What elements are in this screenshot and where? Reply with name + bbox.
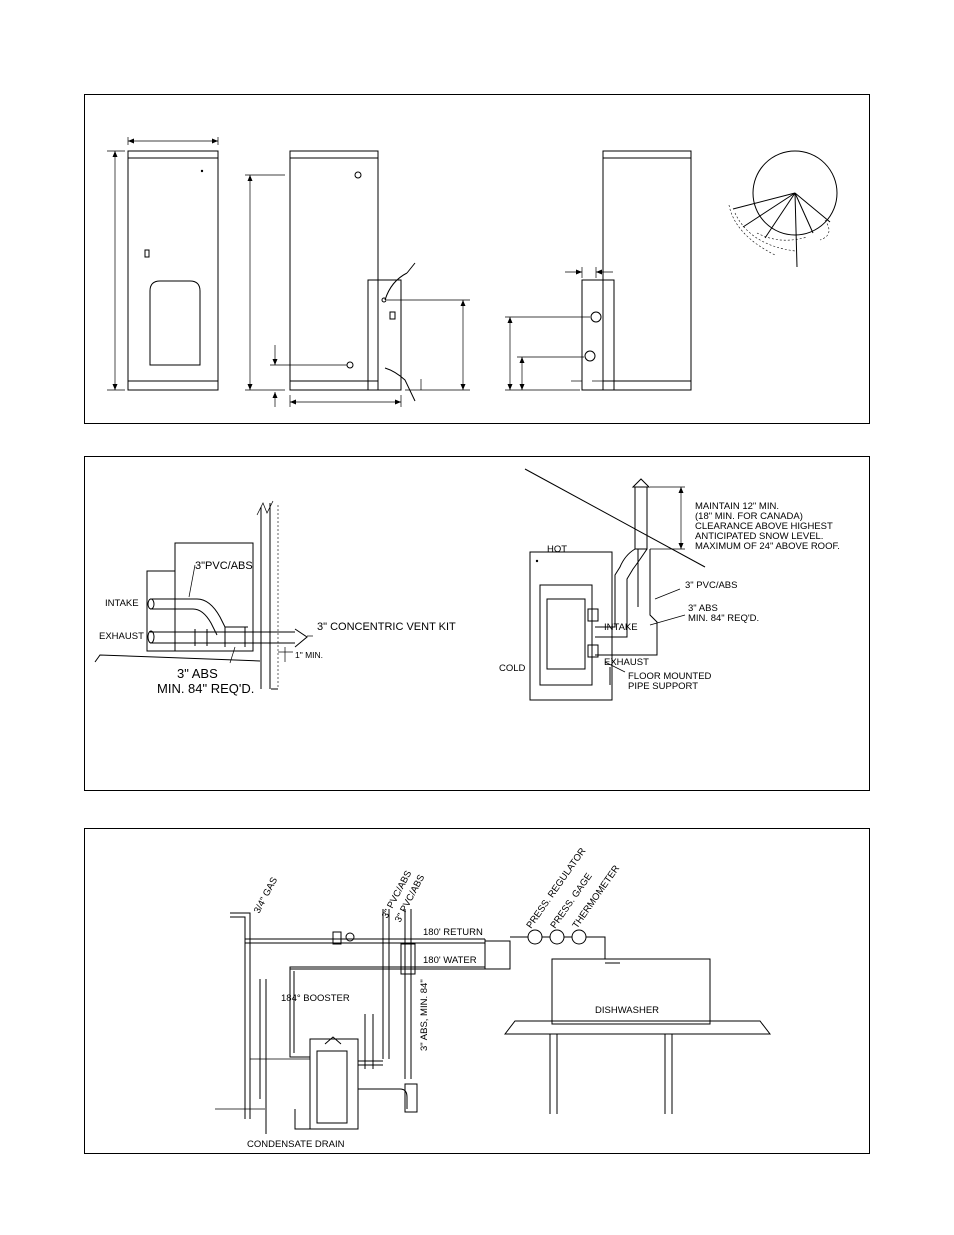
maintain-line4: ANTICIPATED SNOW LEVEL. — [695, 531, 823, 542]
return-label: 180' RETURN — [423, 927, 483, 938]
piping-diagram: 184° BOOSTER 180' RETURN 180' WATER COND… — [215, 846, 772, 1150]
dishwasher: DISHWASHER — [503, 958, 772, 1114]
gas-label: 3/4" GAS — [252, 876, 280, 916]
sidewall-vent-diagram: 3"PVC/ABS INTAKE EXHAUST 3" CONCENTRIC V… — [94, 500, 456, 696]
sidewall-abs-min-label: MIN. 84" REQ'D. — [157, 681, 254, 696]
booster-piping: 184° BOOSTER 180' RETURN 180' WATER COND… — [215, 846, 622, 1150]
abs-min-label: 3" ABS, MIN. 84" — [419, 979, 430, 1051]
concentric-kit-label: 3" CONCENTRIC VENT KIT — [317, 621, 456, 633]
roof-abs-label: 3" ABS — [688, 603, 718, 614]
cold-label: COLD — [499, 663, 526, 674]
roof-exhaust-label: EXHAUST — [604, 657, 649, 668]
venting-panel: 3"PVC/ABS INTAKE EXHAUST 3" CONCENTRIC V… — [84, 456, 870, 791]
floor-support-line2: PIPE SUPPORT — [628, 681, 698, 692]
roof-abs-min-label: MIN. 84" REQ'D. — [688, 613, 759, 624]
floor-support-line1: FLOOR MOUNTED — [628, 671, 712, 682]
maintain-line2: (18" MIN. FOR CANADA) — [695, 511, 803, 522]
condensate-drain-label: CONDENSATE DRAIN — [247, 1139, 345, 1150]
sidewall-pvc-label: 3"PVC/ABS — [195, 560, 253, 572]
roof-pvc-label: 3" PVC/ABS — [685, 580, 737, 591]
rear-view — [505, 150, 692, 391]
side-view — [245, 150, 470, 407]
clearance-circle — [728, 150, 838, 268]
dishwasher-label: DISHWASHER — [595, 1005, 659, 1016]
hot-label: HOT — [547, 544, 567, 555]
piping-panel: 184° BOOSTER 180' RETURN 180' WATER COND… — [84, 828, 870, 1154]
maintain-line3: CLEARANCE ABOVE HIGHEST — [695, 521, 833, 532]
front-view — [107, 137, 219, 391]
dimension-drawings — [107, 137, 838, 407]
maintain-line5: MAXIMUM OF 24" ABOVE ROOF. — [695, 541, 840, 552]
dimension-drawings-panel — [84, 94, 870, 424]
water-label: 180' WATER — [423, 955, 477, 966]
roof-intake-label: INTAKE — [604, 622, 638, 633]
venting-diagrams: 3"PVC/ABS INTAKE EXHAUST 3" CONCENTRIC V… — [94, 468, 840, 701]
booster-label: 184° BOOSTER — [281, 993, 350, 1004]
sidewall-intake-label: INTAKE — [105, 598, 139, 609]
sidewall-exhaust-label: EXHAUST — [99, 631, 144, 642]
sidewall-abs-label: 3" ABS — [177, 666, 218, 681]
maintain-line1: MAINTAIN 12" MIN. — [695, 501, 779, 512]
roof-vent-diagram: MAINTAIN 12" MIN. (18" MIN. FOR CANADA) … — [499, 468, 840, 701]
one-inch-min-label: 1" MIN. — [295, 650, 323, 660]
